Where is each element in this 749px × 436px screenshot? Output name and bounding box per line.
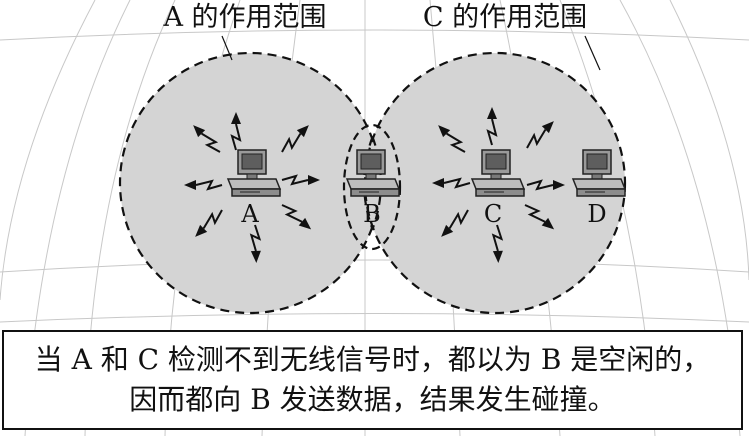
caption-box: 当 A 和 C 检测不到无线信号时，都以为 B 是空闲的， 因而都向 B 发送数… bbox=[2, 330, 743, 430]
leader-line-c bbox=[584, 35, 601, 71]
caption-line-1: 当 A 和 C 检测不到无线信号时，都以为 B 是空闲的， bbox=[34, 343, 711, 376]
leader-line-a bbox=[221, 35, 233, 61]
station-label-d: D bbox=[587, 200, 606, 228]
range-label-a: A 的作用范围 bbox=[162, 2, 326, 33]
range-b-ellipse bbox=[342, 123, 402, 251]
station-label-a: A bbox=[240, 200, 259, 228]
station-label-c: C bbox=[484, 200, 502, 228]
range-label-c: C 的作用范围 bbox=[423, 2, 587, 33]
station-label-b: B bbox=[363, 200, 381, 228]
caption-line-2: 因而都向 B 发送数据，结果发生碰撞。 bbox=[129, 383, 616, 416]
